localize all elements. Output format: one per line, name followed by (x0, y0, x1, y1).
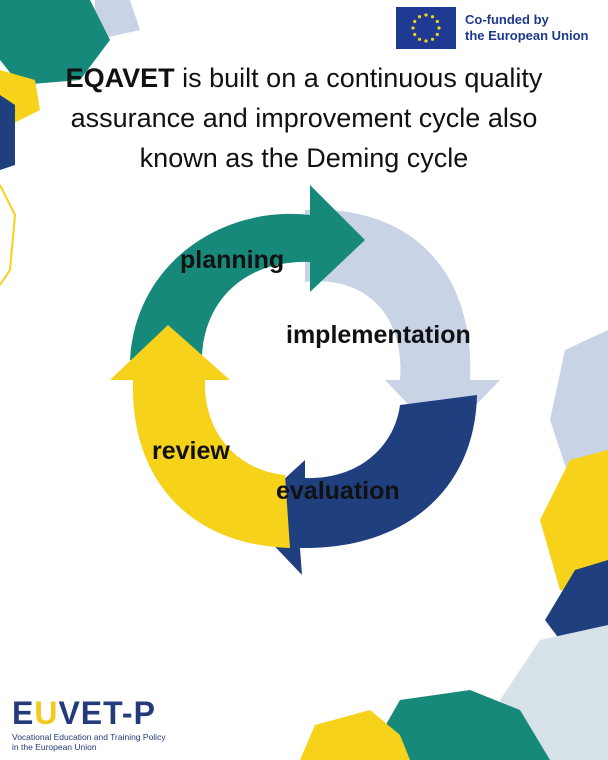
logo-word-mid: U (34, 695, 59, 731)
hexagon-light-blue-right (550, 330, 608, 480)
eu-stars-icon (411, 13, 441, 43)
hexagon-teal-top-left (0, 0, 110, 85)
stage-label-review: review (152, 437, 230, 465)
hexagon-yellow-bottom (300, 710, 410, 760)
cycle-arrow-review (110, 325, 290, 548)
hexagon-light-blue-top (95, 0, 140, 40)
hexagon-yellow-right (540, 450, 608, 600)
eu-badge-line2: the European Union (465, 28, 589, 43)
logo-subtitle-line2: in the European Union (12, 742, 97, 752)
headline-bold: EQAVET (65, 63, 175, 93)
stage-label-implementation: implementation (286, 321, 471, 349)
eu-flag-icon (396, 7, 456, 49)
headline-rest: is built on a continuous quality assuran… (70, 63, 543, 173)
hexagon-outline-left (0, 184, 17, 286)
eu-cofunded-badge: Co-funded by the European Union (396, 6, 598, 50)
hexagon-teal-bottom (380, 690, 550, 760)
headline: EQAVET is built on a continuous quality … (40, 58, 568, 178)
eu-badge-text: Co-funded by the European Union (465, 12, 589, 44)
logo-word-prefix: E (12, 695, 35, 731)
logo-word-suffix: VET-P (58, 695, 156, 731)
stage-label-evaluation: evaluation (276, 477, 400, 505)
stage-label-planning: planning (180, 246, 285, 274)
logo-subtitle-line1: Vocational Education and Training Policy (12, 732, 166, 742)
logo-wordmark: EUVET-P (12, 696, 212, 730)
euvet-p-logo: EUVET-P Vocational Education and Trainin… (12, 696, 212, 752)
hexagon-navy-left (0, 95, 15, 170)
cycle-arrow-planning (130, 185, 365, 360)
eu-badge-line1: Co-funded by (465, 12, 549, 27)
cycle-arrow-implementation (305, 209, 500, 440)
cycle-arrow-evaluation (245, 395, 477, 575)
hexagon-navy-right (545, 560, 608, 640)
